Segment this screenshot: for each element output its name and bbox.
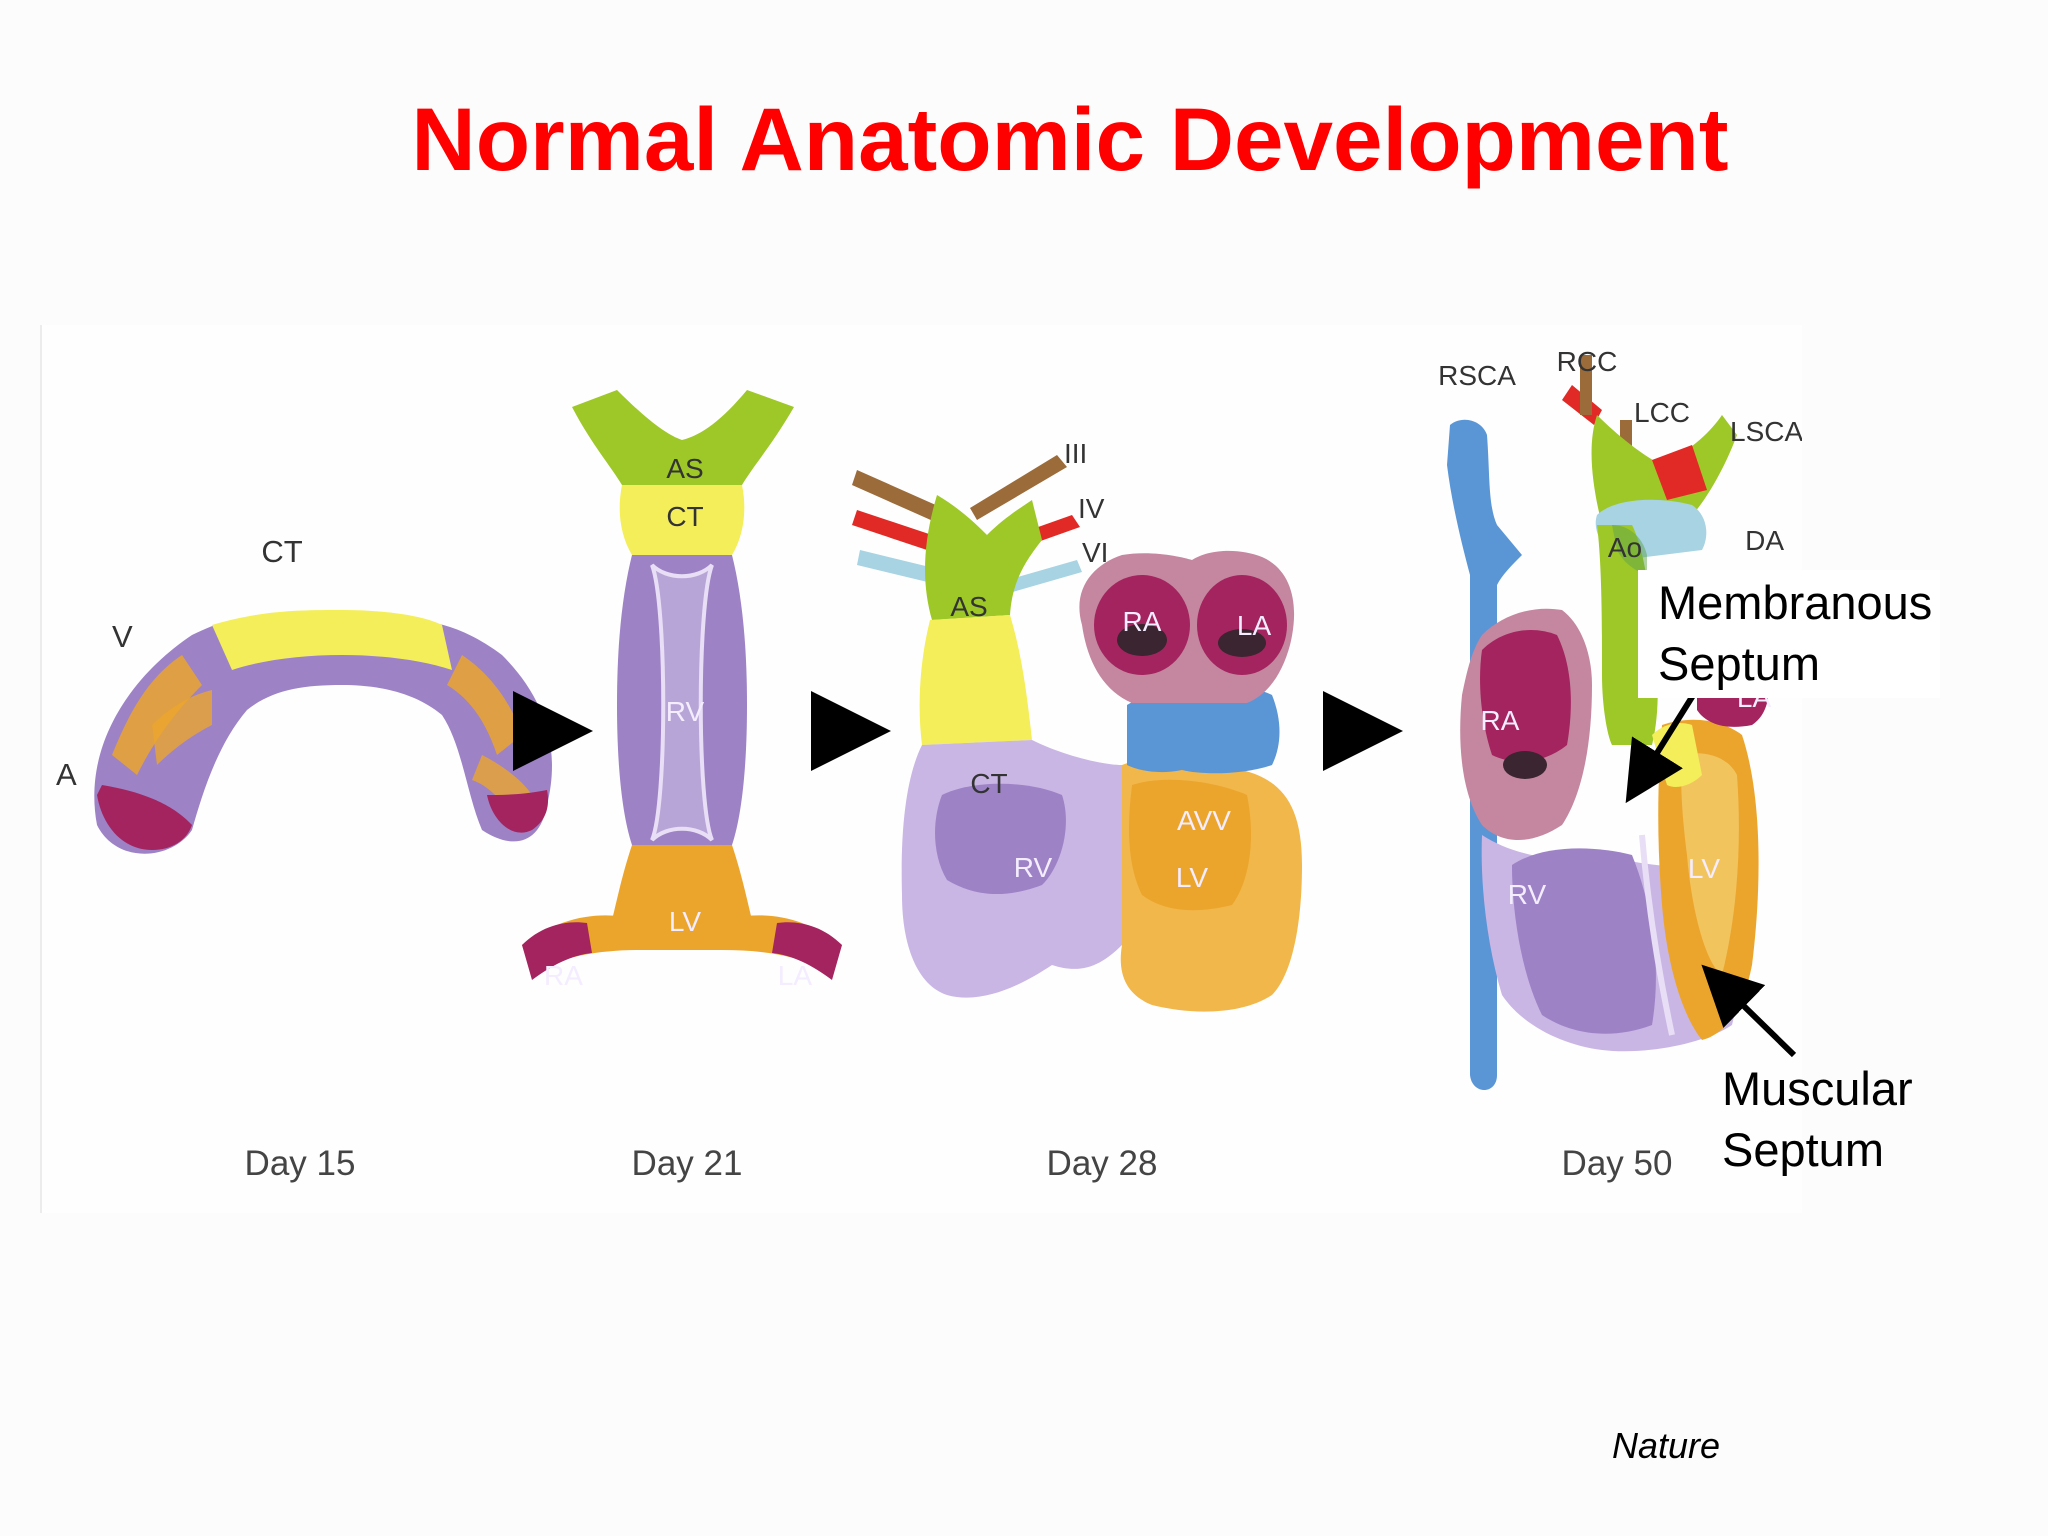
day28-label-iv: IV	[1078, 493, 1105, 524]
day50-label-rv: RV	[1508, 879, 1547, 910]
day28-label-ra: RA	[1123, 606, 1162, 637]
day50-label-da: DA	[1745, 525, 1784, 556]
muscular-line1: Muscular	[1722, 1062, 1913, 1115]
muscular-septum-arrow	[1701, 964, 1797, 1058]
day50-label-rcc: RCC	[1557, 346, 1618, 377]
day50-label-ra: RA	[1481, 705, 1520, 736]
day15-label-a: A	[56, 757, 77, 792]
day50-label-rsca: RSCA	[1438, 360, 1516, 391]
source-credit: Nature	[1612, 1425, 1721, 1466]
diagram-panel: CT V A Day 15 AS CT RV LV RA LA Day 21	[40, 325, 1802, 1213]
day21-caption: Day 21	[632, 1144, 743, 1183]
day28-label-la: LA	[1237, 610, 1272, 641]
day21-label-la: LA	[778, 960, 813, 991]
day28-label-as: AS	[950, 591, 987, 622]
day15-label-v: V	[112, 619, 133, 654]
day28-caption: Day 28	[1047, 1144, 1158, 1183]
day50-label-lsca: LSCA	[1730, 416, 1802, 447]
day50-label-ao: Ao	[1608, 532, 1642, 563]
page-title: Normal Anatomic Development	[411, 89, 1729, 189]
membranous-septum-callout: Membranous Septum	[1638, 570, 1941, 698]
day28-heart: III IV VI AS CT RA LA AVV RV LV Day 28	[852, 438, 1302, 1183]
day15-label-ct: CT	[261, 534, 302, 569]
day50-caption: Day 50	[1562, 1144, 1673, 1183]
day50-label-lv: LV	[1688, 853, 1720, 884]
day21-label-ra: RA	[544, 960, 583, 991]
muscular-line2: Septum	[1722, 1123, 1884, 1176]
heart-development-diagram: CT V A Day 15 AS CT RV LV RA LA Day 21	[56, 346, 1802, 1183]
day15-heart-tube: CT V A Day 15	[56, 534, 552, 1183]
day28-label-rv: RV	[1014, 852, 1053, 883]
day28-label-lv: LV	[1176, 862, 1208, 893]
muscular-septum-callout: Muscular Septum	[1722, 1058, 1913, 1180]
day21-label-as: AS	[666, 453, 703, 484]
day50-heart: RSCA RCC LCC LSCA Ao DA P RA LA RV LV Da…	[1438, 346, 1802, 1183]
membranous-line1: Membranous	[1658, 576, 1933, 629]
day28-label-iii: III	[1064, 438, 1087, 469]
day21-label-lv: LV	[669, 906, 701, 937]
day21-heart-tube: AS CT RV LV RA LA Day 21	[522, 390, 842, 1183]
day21-label-ct: CT	[666, 501, 703, 532]
membranous-line2: Septum	[1658, 637, 1820, 690]
day28-label-ct: CT	[970, 768, 1007, 799]
day21-label-rv: RV	[666, 696, 705, 727]
day50-label-lcc: LCC	[1634, 397, 1690, 428]
day28-label-avv: AVV	[1177, 805, 1231, 836]
day28-label-vi: VI	[1082, 537, 1108, 568]
day15-caption: Day 15	[245, 1144, 356, 1183]
